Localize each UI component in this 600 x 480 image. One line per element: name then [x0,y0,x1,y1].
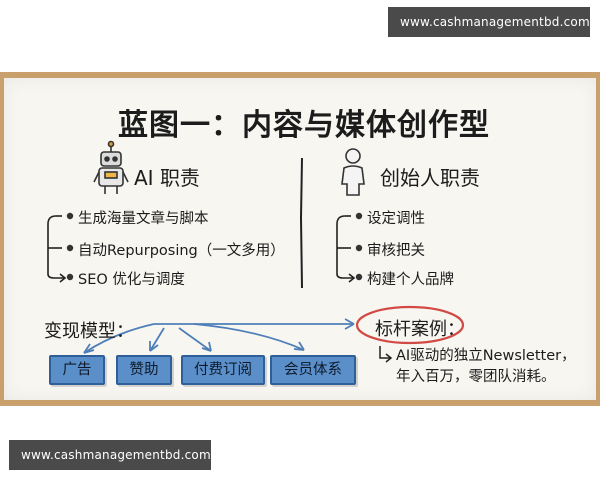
benchmark-line: AI驱动的独立Newsletter， [396,348,576,364]
watermark-bottom: www.cashmanagementbd.com [9,440,211,470]
ai-column-heading: AI 职责 [134,166,200,190]
box-ads: 广告 [49,355,105,385]
person-icon [341,148,365,196]
ai-item: 自动Repurposing（一文多用） [78,243,285,259]
benchmark-line: 年入百万，零团队消耗。 [396,369,556,385]
box-sponsorship: 赞助 [116,355,172,385]
monetization-label: 变现模型： [44,321,134,342]
ai-item: SEO 优化与调度 [78,272,185,288]
board-drawings [47,140,465,363]
benchmark-circle [355,305,465,345]
watermark-top: www.cashmanagementbd.com [388,7,590,37]
case-arrow [379,346,393,363]
monetization-arrows [83,318,355,354]
box-paid-subscription: 付费订阅 [181,355,265,385]
founder-column-heading: 创始人职责 [380,166,480,190]
founder-bracket [336,215,356,283]
whiteboard: 蓝图一：内容与媒体创作型 AI 职责 创始人职责 生成海量文章与脚本 自动Rep… [0,72,600,406]
benchmark-label: 标杆案例： [375,319,465,340]
founder-item: 构建个人品牌 [367,272,454,288]
founder-item: 设定调性 [367,211,425,227]
box-membership: 会员体系 [270,355,356,385]
ai-item: 生成海量文章与脚本 [78,211,209,227]
ai-bracket [47,215,67,283]
board-title: 蓝图一：内容与媒体创作型 [118,108,490,143]
founder-item: 审核把关 [367,243,425,259]
benchmark-description: AI驱动的独立Newsletter， 年入百万，零团队消耗。 [396,346,576,388]
column-divider [299,157,303,289]
robot-icon [93,140,129,194]
